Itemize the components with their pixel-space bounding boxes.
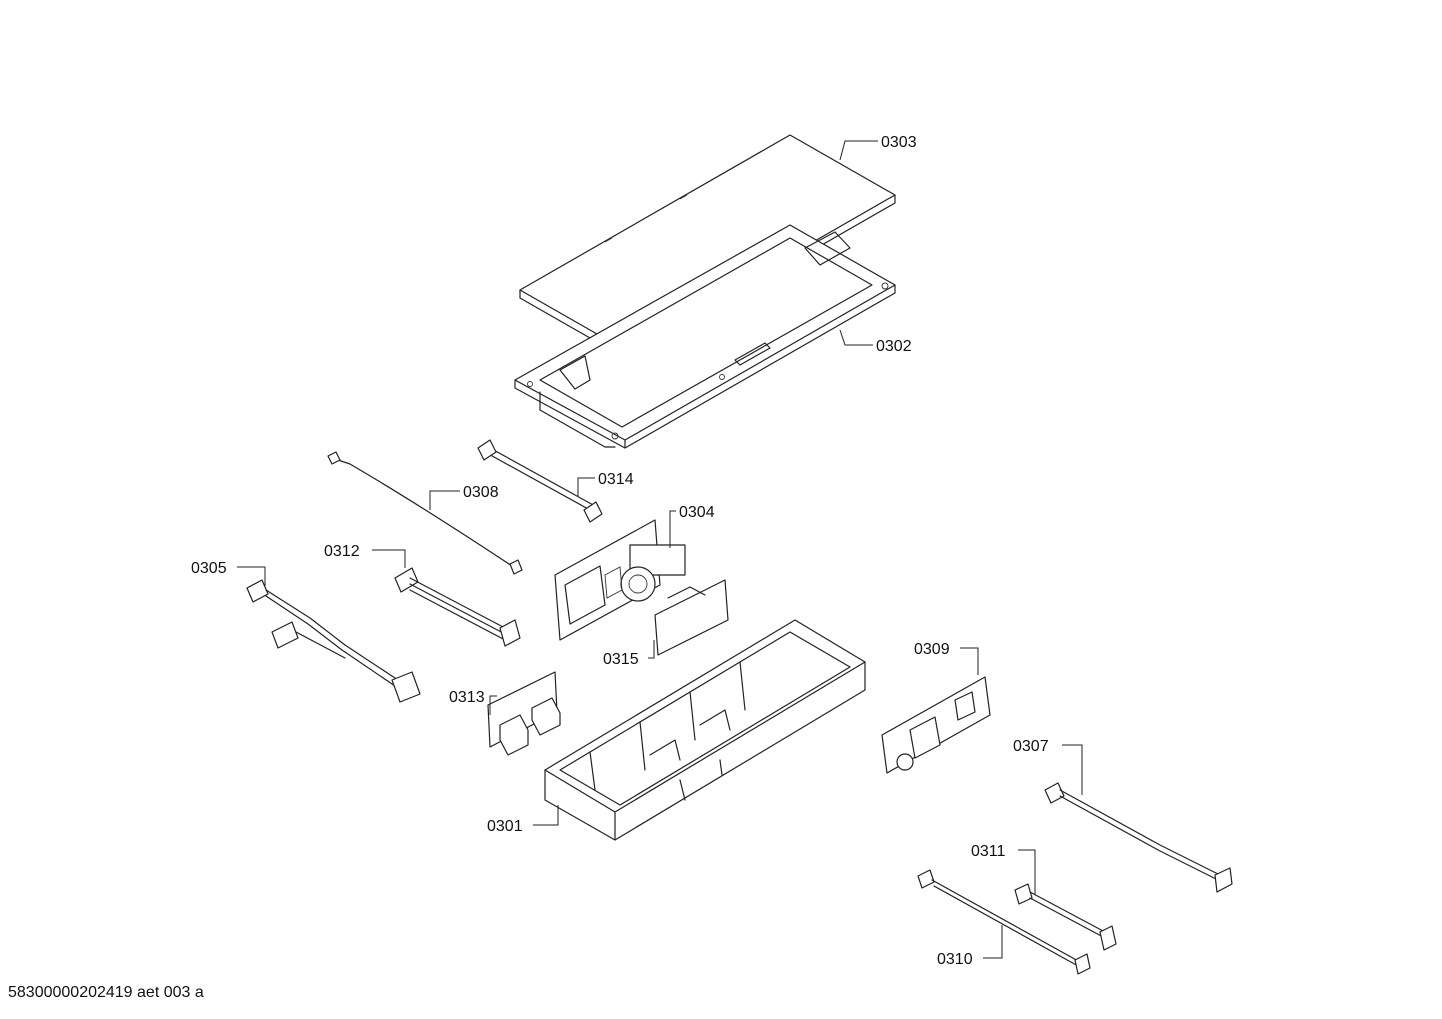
callout-0307[interactable]: 0307	[1013, 738, 1049, 755]
callout-0303[interactable]: 0303	[881, 134, 917, 151]
callout-0313[interactable]: 0313	[449, 689, 485, 706]
part-cable-0305[interactable]	[246, 579, 421, 703]
callout-0311[interactable]: 0311	[971, 843, 1006, 860]
part-board-0309[interactable]	[881, 676, 991, 774]
callout-0310[interactable]: 0310	[937, 951, 973, 968]
part-housing-0301[interactable]	[544, 619, 866, 841]
callout-0302[interactable]: 0302	[876, 338, 912, 355]
callout-0304[interactable]: 0304	[679, 504, 715, 521]
part-tray-0302[interactable]	[514, 224, 896, 449]
part-cable-0310[interactable]	[917, 869, 1091, 975]
part-board-0315[interactable]	[654, 579, 729, 656]
part-board-0313[interactable]	[487, 671, 561, 756]
part-board-0304[interactable]	[554, 519, 686, 641]
leader-lines	[237, 140, 1083, 959]
part-cable-0314[interactable]	[477, 439, 603, 523]
callout-0308[interactable]: 0308	[463, 484, 499, 501]
part-cable-0307[interactable]	[1044, 782, 1233, 893]
callout-0315[interactable]: 0315	[603, 651, 639, 668]
part-cable-0311[interactable]	[1014, 883, 1117, 951]
callout-0314[interactable]: 0314	[598, 471, 634, 488]
drawing-reference: 58300000202419 aet 003 a	[8, 984, 204, 1001]
part-wire-0308[interactable]	[327, 451, 523, 575]
callout-0309[interactable]: 0309	[914, 641, 950, 658]
callout-0301[interactable]: 0301	[487, 818, 523, 835]
callout-0312[interactable]: 0312	[324, 543, 360, 560]
callout-labels: 0303 0302 0314 0308 0304 0312 0305 0315 …	[191, 134, 1049, 968]
callout-0305[interactable]: 0305	[191, 560, 227, 577]
part-cable-0312[interactable]	[394, 567, 521, 647]
